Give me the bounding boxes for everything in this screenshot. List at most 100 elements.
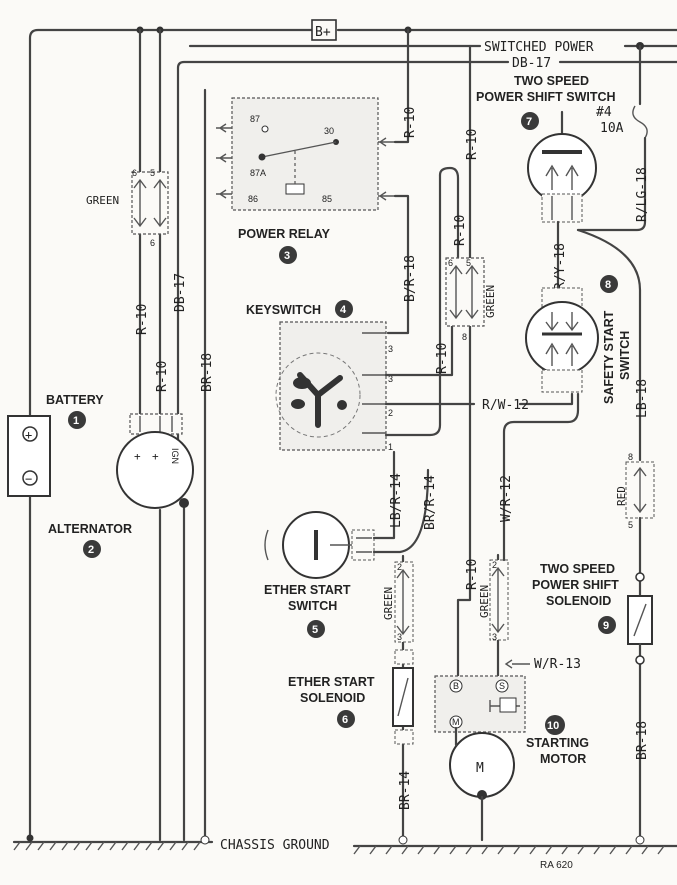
- switch-word-label: SWITCH: [618, 331, 632, 380]
- r10-low-label: R-10: [465, 559, 480, 590]
- ether-start-switch: ETHER START SWITCH 5: [264, 511, 375, 638]
- r10-top-label: R-10: [403, 107, 418, 138]
- conn-6b: 6: [150, 238, 155, 248]
- br-18-right-label: BR-18: [635, 721, 650, 760]
- relay-87a: 87A: [250, 168, 266, 178]
- badge-motor: 10: [547, 720, 559, 732]
- svg-text:+: +: [152, 450, 159, 463]
- badge-ether-sol: 6: [342, 714, 348, 726]
- r10-vert-label: R-10: [465, 129, 480, 160]
- badge-safety: 8: [605, 279, 611, 291]
- switched-power-bus: SWITCHED POWER #4 10A: [188, 40, 677, 139]
- b-plus-bus: B+: [28, 19, 677, 842]
- w-r-13-label: W/R-13: [534, 657, 581, 672]
- keyswitch-label: KEYSWITCH: [246, 303, 321, 317]
- badge-battery: 1: [73, 415, 79, 427]
- ether-switch-label-2: SWITCH: [288, 599, 337, 613]
- relay-87: 87: [250, 114, 260, 124]
- green-ether-2-label: GREEN: [478, 585, 491, 618]
- battery-label: BATTERY: [46, 393, 104, 407]
- db17-left-label: DB-17: [173, 273, 188, 312]
- motor-s-term: B: [453, 681, 459, 691]
- badge-tss: 9: [603, 620, 609, 632]
- badge-relay: 3: [284, 250, 290, 262]
- r10-left-label: R-10: [135, 304, 150, 335]
- svg-text:−: −: [25, 472, 32, 486]
- motor-m-term: M: [452, 717, 460, 727]
- b-r-18-label: B/R-18: [403, 255, 418, 302]
- ref-label: RA 620: [540, 860, 573, 871]
- relay-30: 30: [324, 126, 334, 136]
- keyswitch: 3 3 2 1 KEYSWITCH 4: [246, 300, 393, 452]
- conn-c3a: 3: [397, 632, 402, 642]
- motor-m-label: M: [476, 761, 484, 776]
- conn-c3b: 3: [492, 632, 497, 642]
- green-mid-label: GREEN: [484, 285, 497, 318]
- tss-label-3: SOLENOID: [546, 594, 611, 608]
- conn-6a: 6: [132, 168, 137, 178]
- two-speed-solenoid: TWO SPEED POWER SHIFT SOLENOID 9: [532, 562, 653, 645]
- r10-key-label: R-10: [435, 343, 450, 374]
- conn-c2a: 2: [397, 562, 402, 572]
- b-plus-label: B+: [315, 25, 331, 40]
- tss-label-1: TWO SPEED: [540, 562, 615, 576]
- w-r-12-label: W/R-12: [499, 475, 514, 522]
- green-ether-1-label: GREEN: [382, 587, 395, 620]
- fuse-amps: 10A: [600, 121, 624, 136]
- ign-label: IGN: [170, 448, 180, 464]
- svg-text:+: +: [25, 428, 32, 442]
- key-1: 1: [388, 442, 393, 452]
- chassis-ground-label: CHASSIS GROUND: [220, 838, 330, 853]
- ether-switch-label-1: ETHER START: [264, 583, 351, 597]
- two-speed-power-shift-switch: TWO SPEED POWER SHIFT SWITCH 7: [476, 74, 616, 223]
- r-w-12-label: R/W-12: [482, 398, 529, 413]
- connector-red-right: 8 5 RED: [615, 452, 655, 530]
- lb-r-14-a-label: LB/R-14: [389, 473, 404, 528]
- conn-c6: 6: [448, 258, 453, 268]
- motor-b-term: S: [499, 681, 505, 691]
- power-relay: 87 30 87A 86 85 POWER RELAY 3: [216, 97, 395, 264]
- conn-c2b: 2: [492, 560, 497, 570]
- br-14-label: BR-14: [398, 771, 413, 810]
- badge-keyswitch: 4: [340, 304, 347, 316]
- badge-alternator: 2: [88, 544, 94, 556]
- conn-c8r: 8: [628, 452, 633, 462]
- db17-top-label: DB-17: [512, 56, 551, 71]
- green-left-label: GREEN: [86, 194, 119, 207]
- connector-green-mid: 6 5 8 GREEN: [445, 257, 497, 342]
- key-3a: 3: [388, 344, 393, 354]
- ether-sol-label-2: SOLENOID: [300, 691, 365, 705]
- badge-tsps: 7: [526, 116, 532, 128]
- conn-c5: 5: [466, 258, 471, 268]
- relay-85: 85: [322, 194, 332, 204]
- r-y-18-label: R/Y-18: [553, 243, 568, 290]
- safety-start-switch: 8 SAFETY START SWITCH: [525, 275, 632, 404]
- connector-green-left: 6 5 6 GREEN: [86, 168, 169, 248]
- relay-86: 86: [248, 194, 258, 204]
- chassis-ground: CHASSIS GROUND RA 620: [12, 834, 677, 871]
- r10-alt-label: R-10: [155, 361, 170, 392]
- switched-power-label: SWITCHED POWER: [484, 40, 594, 55]
- key-2: 2: [388, 408, 393, 418]
- safety-start-label: SAFETY START: [602, 310, 616, 404]
- conn-c8: 8: [462, 332, 467, 342]
- ether-sol-label-1: ETHER START: [288, 675, 375, 689]
- tss-label-2: POWER SHIFT: [532, 578, 619, 592]
- svg-text:+: +: [134, 450, 141, 463]
- battery: + − BATTERY 1: [7, 393, 104, 497]
- r10-right1-label: R-10: [453, 215, 468, 246]
- starting-motor: B S M M STARTING MOTOR 10: [434, 675, 589, 800]
- db17-bus: DB-17: [176, 56, 677, 502]
- key-3b: 3: [388, 374, 393, 384]
- br18-left-label: BR-18: [200, 353, 215, 392]
- tsps-label-2: POWER SHIFT SWITCH: [476, 90, 616, 104]
- r-lg-18-label: R/LG-18: [635, 167, 650, 222]
- power-relay-label: POWER RELAY: [238, 227, 331, 241]
- red-label: RED: [615, 486, 628, 506]
- alternator-label: ALTERNATOR: [48, 522, 132, 536]
- lb-18-label: LB-18: [635, 379, 650, 418]
- ether-start-solenoid: ETHER START SOLENOID 6: [288, 649, 414, 745]
- fuse-number: #4: [596, 105, 612, 120]
